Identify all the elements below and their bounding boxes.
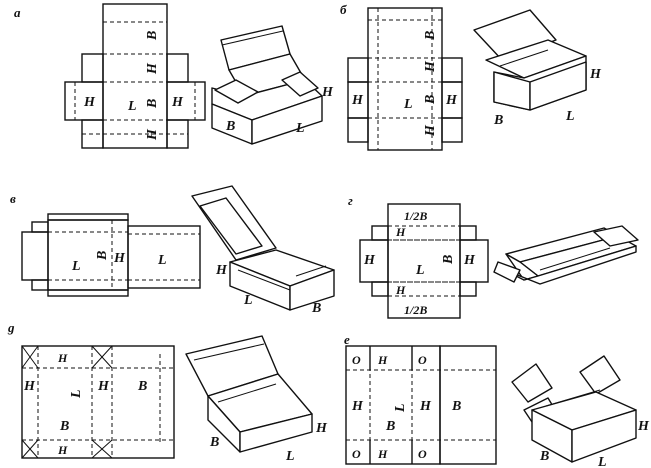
- panel-b-h-bottom: H: [423, 124, 438, 137]
- panel-d: g H H L H B B H: [7, 320, 328, 464]
- panel-d-h-top: H: [57, 351, 68, 365]
- panel-g-h-right: H: [463, 253, 476, 268]
- panel-d-box: H B L: [185, 335, 328, 464]
- panel-g-label: г: [348, 193, 353, 208]
- panel-e: e O H O H L H B B O H O: [344, 332, 650, 468]
- panel-d-b-right: B: [137, 379, 147, 394]
- panel-g-blank: 1/2B H H L B H H 1/2B: [359, 203, 489, 319]
- panel-d-box-l: L: [285, 449, 295, 464]
- panel-a-l: L: [127, 99, 137, 114]
- panel-v-box-l: L: [243, 293, 253, 308]
- panel-g-box: [493, 225, 639, 285]
- panel-e-box-h: H: [637, 419, 650, 434]
- panel-e-h-bottom: H: [377, 447, 388, 461]
- panel-d-h-left: H: [23, 379, 36, 394]
- panel-g: г 1/2B H H L B H H 1/2B: [348, 193, 639, 319]
- panel-e-o-bottom-left: O: [352, 447, 361, 461]
- panel-e-h-top: H: [377, 353, 388, 367]
- panel-v-box: H L B: [191, 185, 335, 316]
- panel-v-b: B: [95, 251, 110, 261]
- panel-v-box-h: H: [215, 263, 228, 278]
- panel-e-o-top-right: O: [418, 353, 427, 367]
- panel-d-l: L: [69, 389, 84, 399]
- panel-e-h-mid: H: [419, 399, 432, 414]
- panel-e-l: L: [393, 403, 408, 413]
- panel-g-l: L: [415, 263, 425, 278]
- panel-v-h: H: [113, 251, 126, 266]
- panel-g-half-b-top: 1/2B: [404, 209, 427, 223]
- panel-b-box-h: H: [589, 67, 602, 82]
- panel-b-blank: B H H L B H H: [347, 7, 463, 151]
- panel-b-h-left: H: [351, 93, 364, 108]
- panel-b-box-b: B: [493, 113, 503, 128]
- panel-d-h-bottom: H: [57, 443, 68, 457]
- panel-b: б B H H L B H H: [340, 2, 602, 151]
- panel-d-box-h: H: [315, 421, 328, 436]
- panel-b-b-mid: B: [423, 95, 438, 105]
- panel-b-box: H B L: [473, 9, 602, 128]
- panel-d-label: g: [7, 320, 15, 335]
- panel-a-h-left: H: [83, 95, 96, 110]
- panel-g-h-bottom: H: [395, 283, 406, 297]
- panel-e-label: e: [344, 332, 350, 347]
- panel-a-h-right: H: [171, 95, 184, 110]
- panel-e-b-center: B: [385, 419, 395, 434]
- panel-g-half-b-bottom: 1/2B: [404, 303, 427, 317]
- panel-b-label: б: [340, 2, 347, 17]
- panel-a-box-h: H: [321, 85, 334, 100]
- panel-g-h-left: H: [363, 253, 376, 268]
- panel-a-box: H B L: [211, 25, 334, 145]
- panel-a-blank: B H H L B H H: [64, 3, 206, 149]
- panel-e-blank: O H O H L H B B O H O: [345, 345, 497, 465]
- panel-b-l: L: [403, 97, 413, 112]
- panel-d-box-b: B: [209, 435, 219, 450]
- panel-a-box-b: B: [225, 119, 235, 134]
- panel-e-box: H B L: [511, 355, 650, 468]
- panel-e-h-left: H: [351, 399, 364, 414]
- panel-g-b: B: [441, 255, 456, 265]
- panel-e-o-bottom-right: O: [418, 447, 427, 461]
- panel-d-blank: H H L H B B H: [21, 345, 175, 459]
- panel-b-h-top: H: [423, 60, 438, 73]
- panel-d-h-mid: H: [97, 379, 110, 394]
- panel-a-b-mid: B: [145, 99, 160, 109]
- panel-e-b-right: B: [451, 399, 461, 414]
- panel-g-h-top: H: [395, 225, 406, 239]
- panel-b-b-top: B: [423, 31, 438, 41]
- panel-v-l-left: L: [71, 259, 81, 274]
- panel-e-o-top-left: O: [352, 353, 361, 367]
- panel-a-h-top: H: [145, 62, 160, 75]
- panel-a-box-l: L: [295, 121, 305, 136]
- panel-b-h-right: H: [445, 93, 458, 108]
- panel-e-box-l: L: [597, 455, 607, 468]
- panel-v: в L B H L: [10, 185, 335, 316]
- panel-a-b-top: B: [145, 31, 160, 41]
- panel-a-h-bottom: H: [145, 128, 160, 141]
- panel-d-b-center: B: [59, 419, 69, 434]
- panel-e-box-b: B: [539, 449, 549, 464]
- panel-v-box-b: B: [311, 301, 321, 316]
- panel-v-blank: L B H L: [21, 213, 201, 297]
- panel-v-l-right: L: [157, 253, 167, 268]
- panel-b-box-l: L: [565, 109, 575, 124]
- panel-a: a B H H L B H H: [14, 3, 334, 149]
- panel-v-label: в: [10, 191, 16, 206]
- panel-a-label: a: [14, 5, 21, 20]
